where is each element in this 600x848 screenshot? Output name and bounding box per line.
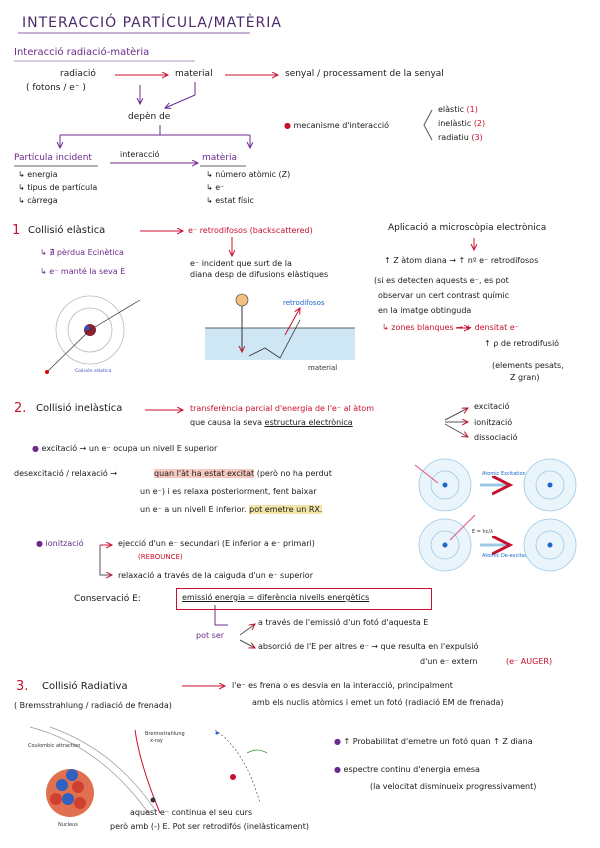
interaccio-label: interacció xyxy=(120,150,160,159)
app-title: Aplicació a microscòpia electrònica xyxy=(388,223,547,233)
section-3-heading: Collisió Radiativa xyxy=(42,681,128,692)
effect-item: excitació xyxy=(474,402,510,411)
elements-1: (elements pesats, xyxy=(492,361,564,370)
effect-item: ionització xyxy=(474,418,513,427)
bullet-icon: ● xyxy=(334,765,344,774)
app-line: ↑ Z àtom diana → ↑ nº e⁻ retrodifosos xyxy=(384,256,539,265)
radiacio-label: radiació xyxy=(60,69,96,79)
desex-label: desexcitació / relaxació → xyxy=(14,469,118,478)
ionit-label: ● ionització xyxy=(36,539,84,548)
mecanisme-label: ● mecanisme d'interacció xyxy=(284,121,389,130)
elements-2: Z gran) xyxy=(510,373,540,382)
desc-line-1: l'e⁻ es frena o es desvia en la interacc… xyxy=(232,681,453,690)
photon-emission-figure xyxy=(214,729,268,804)
fig1-label: Colisión elástica xyxy=(75,367,112,374)
senyal-label: senyal / processament de la senyal xyxy=(285,69,444,79)
bullet-icon: ● xyxy=(36,539,46,548)
fotons-label: ( fotons / e⁻ ) xyxy=(26,83,86,93)
auger-label: (e⁻ AUGER) xyxy=(506,657,553,666)
particula-title: Partícula incident xyxy=(14,153,92,163)
prob-line: ● ↑ Probabilitat d'emetre un fotó quan ↑… xyxy=(334,737,533,746)
particula-item: ↳ tipus de partícula xyxy=(18,183,98,192)
backscatter-figure: retrodifosos material xyxy=(205,293,355,372)
conserv-label: Conservació E: xyxy=(74,594,141,604)
material-label: material xyxy=(175,69,213,79)
option-2b: d'un e⁻ extern xyxy=(420,657,478,666)
zones-label: ↳ zones blanques → + densitat e⁻ xyxy=(382,323,519,332)
fig-excit-label: Atomic Excitation xyxy=(482,471,526,477)
desex-text-3: un e⁻ a un nivell E inferior. pot emetre… xyxy=(140,505,323,514)
fig2-label: retrodifosos xyxy=(283,299,325,307)
conserv-text: emissió energia = diferència nivells ene… xyxy=(182,593,370,602)
incident-line-1: e⁻ incident que surt de la xyxy=(190,259,292,268)
section-2-number: 2. xyxy=(14,401,27,416)
depen-label: depèn de xyxy=(128,112,171,122)
retro-label: e⁻ retrodifosos (backscattered) xyxy=(188,226,313,235)
conserv-box xyxy=(176,588,432,610)
incident-line-2: diana desp de difusions elàstiques xyxy=(190,270,329,279)
pot-ser-label: pot ser xyxy=(196,631,225,640)
effect-item: dissociació xyxy=(474,433,518,442)
excit-line: ● excitació → un e⁻ ocupa un nivell E su… xyxy=(32,444,218,453)
bremss-label: ( Bremsstrahlung / radiació de frenada) xyxy=(14,701,172,710)
espectre-line-2: (la velocitat disminueix progressivament… xyxy=(370,782,537,791)
perdua-label: ↳ ∄ pèrdua Ecinètica xyxy=(40,248,124,257)
fig2-material: material xyxy=(308,364,337,372)
section-3-number: 3. xyxy=(16,679,29,694)
app-desc-3: en la imatge obtinguda xyxy=(378,306,472,315)
atomic-excitation-figure: Atomic Excitation E = hc/λ Atomic De-exc… xyxy=(414,458,577,572)
fig-nucleus-label: Nucleus xyxy=(58,822,78,828)
mech-item-1: elàstic (1) xyxy=(438,105,478,114)
rho-label: ↑ ρ de retrodifusió xyxy=(484,339,560,348)
particula-item: ↳ càrrega xyxy=(18,196,58,205)
materia-title: matèria xyxy=(202,153,238,163)
materia-item: ↳ número atòmic (Z) xyxy=(206,170,291,179)
note-line-1: aquest e⁻ continua el seu curs xyxy=(130,808,253,817)
bremsstrahlung-figure: Coulombic attraction Bremsstrahlung x-ra… xyxy=(28,726,185,828)
fig-deexcit-label: Atomic De-excitation xyxy=(482,553,534,559)
app-desc-2: observar un cert contrast químic xyxy=(378,291,510,300)
section-2-heading: Collisió inelàstica xyxy=(36,403,123,414)
fig-xray-label: x-ray xyxy=(150,738,163,744)
estructura-electronica: estructura electrònica xyxy=(264,418,353,427)
mech-item-3: radiatiu (3) xyxy=(438,133,483,142)
fig-e-label: E = hc/λ xyxy=(472,529,493,535)
page-title: INTERACCIÓ PARTÍCULA/MATÈRIA xyxy=(22,15,282,31)
app-desc-1: (si es detecten aquests e⁻, es pot xyxy=(374,276,509,285)
materia-item: ↳ e⁻ xyxy=(206,183,225,192)
mante-label: ↳ e⁻ manté la seva E xyxy=(40,267,126,276)
fig-coulomb-label: Coulombic attraction xyxy=(28,743,80,749)
materia-item: ↳ estat físic xyxy=(206,196,254,205)
option-2: absorció de l'E per altres e⁻ → que resu… xyxy=(258,642,479,651)
desex-text-2: un e⁻) i es relaxa posteriorment, fent b… xyxy=(140,487,317,496)
rebounce-label: (REBOUNCE) xyxy=(138,553,183,561)
desex-text-1: quan l'àt ha estat excitat (però no ha p… xyxy=(154,469,332,478)
bullet-icon: ● xyxy=(32,444,42,453)
fig-brems-label: Bremsstrahlung xyxy=(145,731,185,737)
intro-heading: Interacció radiació-matèria xyxy=(14,47,150,58)
espectre-line-1: ● espectre continu d'energia emesa xyxy=(334,765,480,774)
transfer-line-2: que causa la seva estructura electrònica xyxy=(190,418,353,427)
ionit-line-1: ejecció d'un e⁻ secundari (E inferior a … xyxy=(118,539,315,548)
transfer-line-1: transferència parcial d'energia de l'e⁻ … xyxy=(190,404,374,413)
particula-item: ↳ energia xyxy=(18,170,58,179)
ionit-line-2: relaxació a través de la caiguda d'un e⁻… xyxy=(118,571,313,580)
option-1: a través de l'emissió d'un fotó d'aquest… xyxy=(258,618,429,627)
section-1-number: 1 xyxy=(12,223,21,238)
desc-line-2: amb els nuclis atòmics i emet un fotó (r… xyxy=(252,698,504,707)
bullet-icon: ● xyxy=(284,121,294,130)
mech-item-2: inelàstic (2) xyxy=(438,119,486,128)
bullet-icon: ● xyxy=(334,737,344,746)
nucleus-icon xyxy=(46,769,94,817)
section-1-heading: Collisió elàstica xyxy=(28,225,106,236)
elastic-collision-figure: Colisión elástica xyxy=(45,295,141,374)
note-line-2: però amb (-) E. Pot ser retrodifós (inel… xyxy=(110,822,309,831)
